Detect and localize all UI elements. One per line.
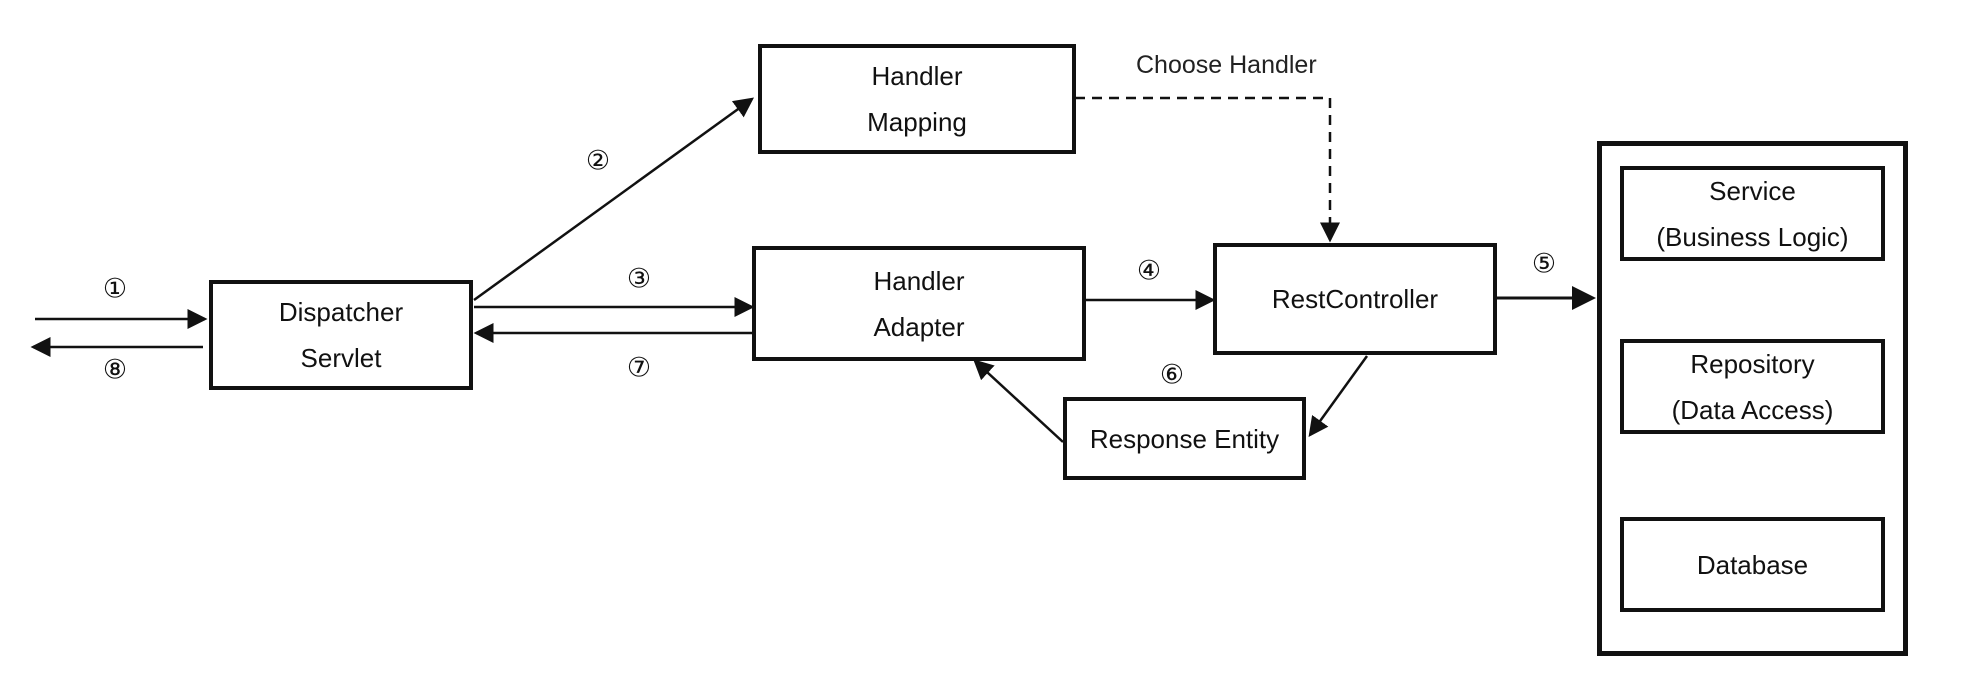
- edge-response-entity-to-handler-adapter: [973, 359, 1064, 443]
- handler-mapping-line-1: Handler: [871, 61, 963, 91]
- handler-adapter-node: Handler Adapter: [752, 246, 1086, 361]
- repository-node: Repository (Data Access): [1620, 339, 1885, 434]
- handler-mapping-line-2: Mapping: [867, 107, 967, 137]
- response-entity-node: Response Entity: [1063, 397, 1306, 480]
- rest-controller-label: RestController: [1271, 284, 1439, 314]
- database-node: Database: [1620, 517, 1885, 612]
- step-label-2: ②: [585, 145, 611, 177]
- step-label-8: ⑧: [102, 354, 128, 386]
- handler-adapter-line-2: Adapter: [873, 311, 965, 342]
- handler-mapping-node: Handler Mapping: [758, 44, 1076, 154]
- repository-line-1: Repository: [1690, 348, 1815, 379]
- response-entity-label: Response Entity: [1089, 423, 1280, 454]
- edge-dispatcher-to-handler-mapping: [473, 97, 755, 302]
- service-line-2: (Business Logic): [1656, 221, 1849, 252]
- handler-adapter-line-1: Handler: [873, 265, 965, 296]
- service-node: Service (Business Logic): [1620, 166, 1885, 261]
- step-label-5: ⑤: [1531, 248, 1557, 280]
- choose-handler-label: Choose Handler: [1136, 51, 1317, 79]
- step-label-6: ⑥: [1159, 359, 1185, 391]
- step-label-1: ①: [102, 273, 128, 305]
- step-label-3: ③: [626, 263, 652, 295]
- rest-controller-node: RestController: [1213, 243, 1497, 355]
- dispatcher-servlet-line-2: Servlet: [300, 343, 382, 373]
- dispatcher-servlet-node: Dispatcher Servlet: [209, 280, 473, 390]
- dispatcher-servlet-line-1: Dispatcher: [278, 297, 404, 327]
- step-label-7: ⑦: [626, 352, 652, 384]
- service-line-1: Service: [1709, 175, 1796, 206]
- database-label: Database: [1696, 549, 1809, 580]
- edge-rest-controller-to-response-entity: [1308, 355, 1369, 438]
- edge-choose-handler-dashed: [1075, 96, 1340, 243]
- step-label-4: ④: [1136, 255, 1162, 287]
- repository-line-2: (Data Access): [1671, 394, 1834, 425]
